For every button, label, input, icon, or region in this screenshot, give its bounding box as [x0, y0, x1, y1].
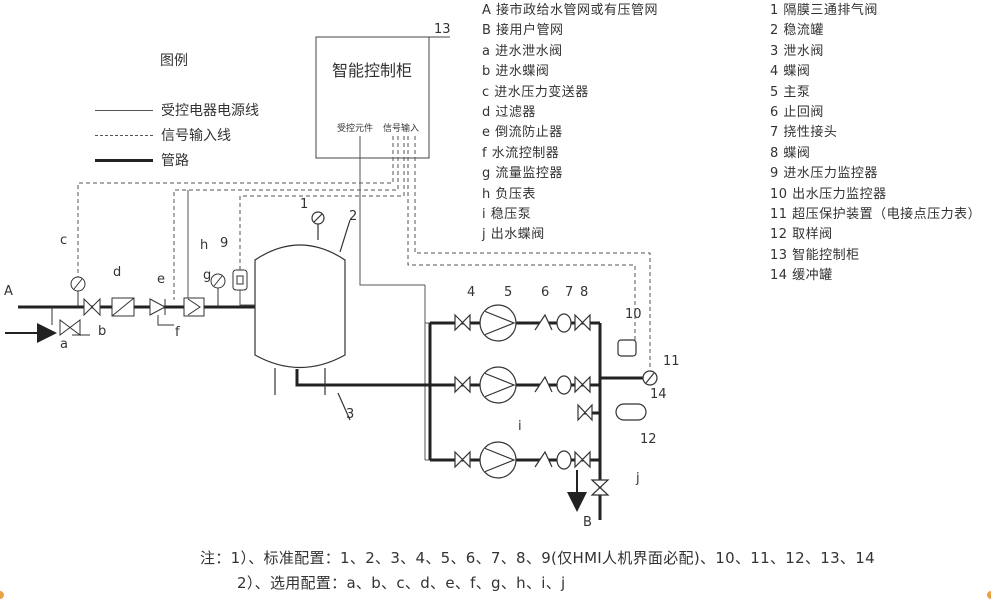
- note-optional: 2）、选用配置：a、b、c、d、e、f、g、h、i、j: [237, 574, 566, 592]
- label-h: h: [200, 238, 208, 253]
- component-list-item: g 流量监控器: [482, 166, 563, 182]
- outlet-components: [577, 339, 658, 496]
- legend-signal-line: 信号输入线: [95, 125, 231, 145]
- label-f: f: [175, 325, 180, 340]
- label-d: d: [113, 265, 121, 280]
- component-list-item: B 接用户管网: [482, 23, 564, 39]
- component-list-item: j 出水蝶阀: [482, 227, 545, 243]
- component-list-item: 6 止回阀: [770, 105, 824, 121]
- label-11: 11: [663, 354, 680, 369]
- component-list-item: 14 缓冲罐: [770, 268, 833, 284]
- component-list-item: 7 挠性接头: [770, 125, 838, 141]
- component-list-numbers: 1 隔膜三通排气阀 2 稳流罐 3 泄水阀 4 蝶阀 5 主泵 6 止回阀 7 挠性接头 8 …: [770, 1, 981, 287]
- label-12: 12: [640, 432, 657, 447]
- label-j: j: [635, 471, 640, 486]
- label-i: i: [518, 419, 522, 434]
- component-list-item: 2 稳流罐: [770, 23, 824, 39]
- label-7: 7: [565, 285, 573, 300]
- component-list-item: A 接市政给水管网或有压管网: [482, 3, 659, 18]
- component-list-item: 9 进水压力监控器: [770, 166, 878, 182]
- pipe-sample: [95, 158, 153, 162]
- component-list-item: c 进水压力变送器: [482, 84, 589, 100]
- component-list-item: i 稳压泵: [482, 207, 532, 223]
- label-6: 6: [541, 285, 549, 300]
- component-list-item: 4 蝶阀: [770, 64, 811, 80]
- pipe-label: 管路: [161, 153, 189, 169]
- component-list-item: 1 隔膜三通排气阀: [770, 3, 878, 18]
- control-cabinet: 13 智能控制柜 受控元件 信号输入: [315, 22, 451, 159]
- cabinet-number: 13: [434, 22, 451, 37]
- cabinet-title: 智能控制柜: [332, 61, 412, 80]
- label-g: g: [203, 268, 211, 283]
- label-2: 2: [349, 209, 357, 224]
- label-B: B: [583, 515, 592, 530]
- label-A: A: [4, 284, 13, 299]
- power-line-sample: [95, 109, 153, 111]
- label-10: 10: [625, 307, 642, 322]
- cabinet-controlled-label: 受控元件: [337, 122, 373, 134]
- label-9: 9: [220, 236, 228, 251]
- diagram-labels: A B a b c d e f g h 9 1 2 3 4 5 6 7 8 10…: [4, 197, 680, 530]
- label-c: c: [60, 233, 67, 248]
- label-b: b: [98, 324, 106, 339]
- component-list-item: 11 超压保护装置（电接点压力表）: [770, 207, 982, 223]
- component-list-letters: A 接市政给水管网或有压管网 B 接用户管网 a 进水泄水阀 b 进水蝶阀 c 进水压力…: [482, 1, 658, 246]
- component-list-item: a 进水泄水阀: [482, 43, 563, 59]
- legend-title: 图例: [160, 53, 188, 69]
- signal-lines: [77, 136, 651, 370]
- component-list-item: b 进水蝶阀: [482, 64, 550, 80]
- component-list-item: 13 智能控制柜: [770, 247, 860, 263]
- label-a: a: [60, 337, 68, 352]
- label-14: 14: [650, 387, 667, 402]
- component-list-item: 12 取样阀: [770, 227, 833, 243]
- component-list-item: d 过滤器: [482, 105, 536, 121]
- label-4: 4: [467, 285, 475, 300]
- component-list-item: 8 蝶阀: [770, 145, 811, 161]
- stabilizing-tank: [254, 211, 351, 421]
- component-list-item: 10 出水压力监控器: [770, 186, 887, 202]
- legend-pipe: 管路: [95, 150, 189, 170]
- component-list-item: 5 主泵: [770, 84, 811, 100]
- signal-line-label: 信号输入线: [161, 128, 231, 144]
- legend-power-line: 受控电器电源线: [95, 100, 259, 120]
- component-list-item: e 倒流防止器: [482, 125, 563, 141]
- label-1: 1: [300, 197, 308, 212]
- component-list-item: f 水流控制器: [482, 145, 560, 161]
- label-5: 5: [504, 285, 512, 300]
- label-8: 8: [580, 285, 588, 300]
- power-line-label: 受控电器电源线: [161, 103, 259, 119]
- label-3: 3: [346, 407, 354, 422]
- label-e: e: [157, 272, 165, 287]
- pump-rows: [454, 304, 591, 479]
- inlet-components: [51, 269, 248, 336]
- component-list-item: h 负压表: [482, 186, 536, 202]
- cabinet-signal-label: 信号输入: [383, 122, 419, 134]
- component-list-item: 3 泄水阀: [770, 43, 824, 59]
- note-standard: 注：1）、标准配置：1、2、3、4、5、6、7、8、9(仅HMI人机界面必配)、…: [200, 549, 875, 567]
- signal-line-sample: [95, 134, 153, 136]
